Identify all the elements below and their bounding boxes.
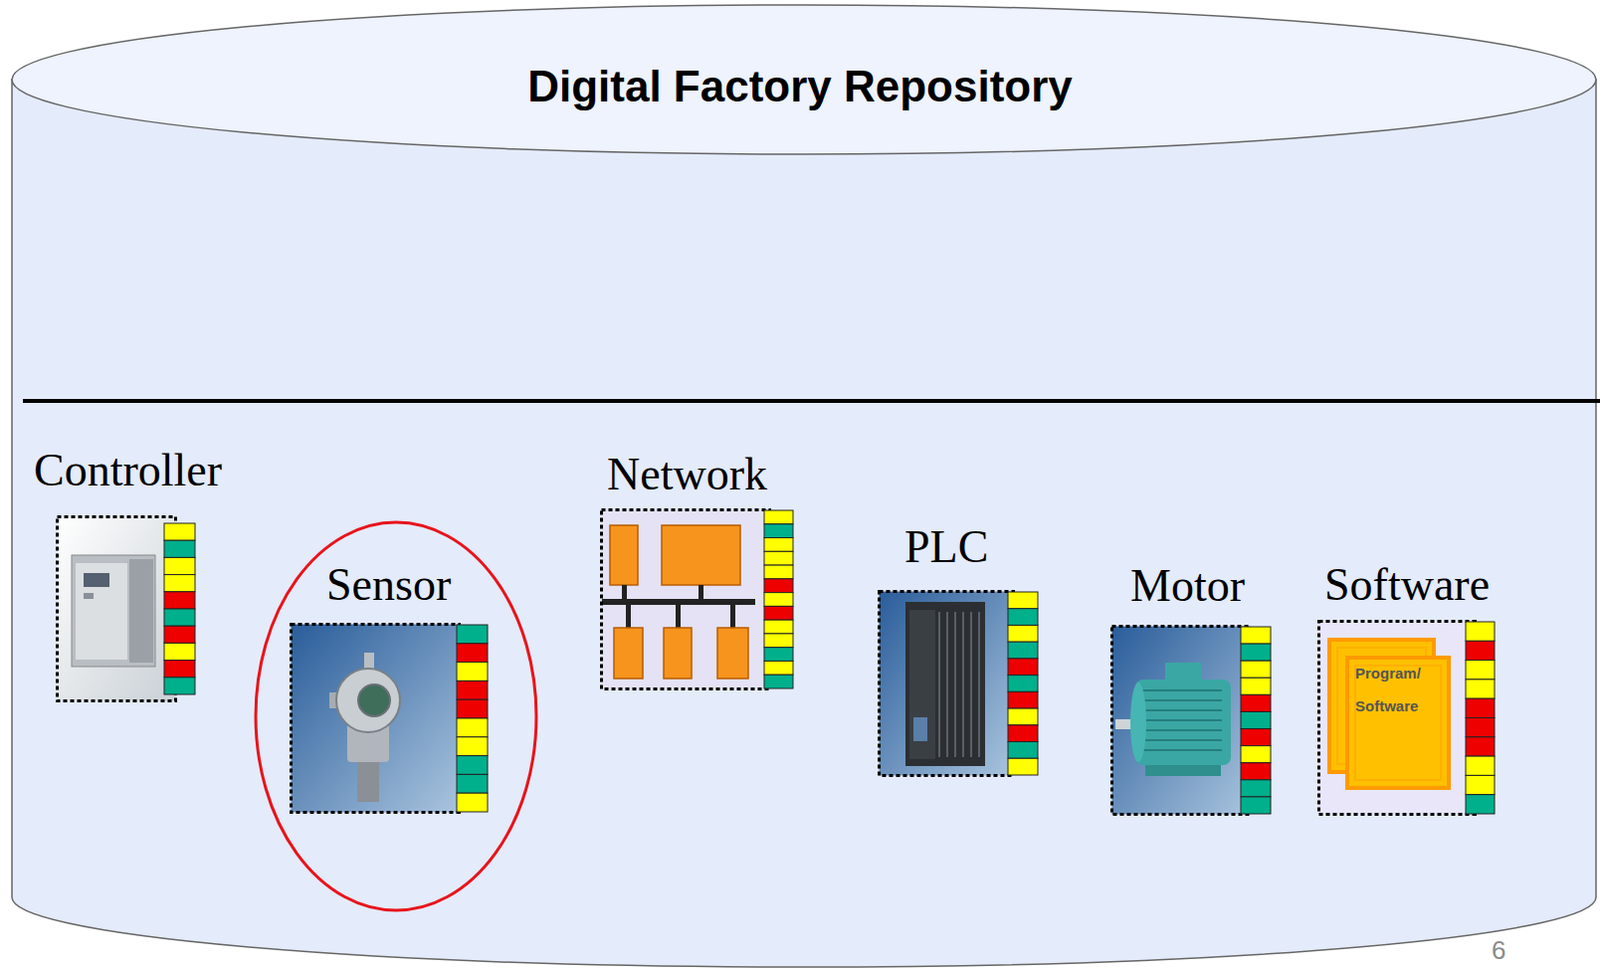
repository-title: Digital Factory Repository	[0, 0, 1600, 112]
highlight-ellipse	[255, 522, 537, 911]
component-heading: Motor	[1130, 559, 1245, 612]
component-heading: PLC	[904, 520, 989, 574]
divider-line	[22, 399, 1600, 403]
component-picture	[289, 622, 489, 814]
page-number: 6	[1488, 935, 1509, 966]
component-heading: Software	[1324, 558, 1490, 611]
network-item: Network	[600, 447, 795, 691]
plc-item: PLC	[877, 520, 1039, 778]
component-picture	[1110, 624, 1272, 816]
sensor-item: Sensor	[289, 558, 489, 814]
software-item: SoftwareProgram/ Software	[1317, 558, 1496, 816]
component-picture	[877, 590, 1039, 778]
icon-caption: Program/ Software	[1355, 656, 1435, 723]
component-heading: Network	[606, 447, 768, 501]
component-heading: Controller	[33, 443, 222, 497]
cylinder-body	[11, 79, 1597, 968]
component-picture	[1317, 619, 1496, 816]
component-picture	[600, 508, 795, 691]
controller-item: Controller	[33, 443, 225, 703]
component-picture	[55, 515, 197, 703]
component-heading: Sensor	[326, 558, 451, 611]
motor-item: Motor	[1110, 559, 1272, 816]
